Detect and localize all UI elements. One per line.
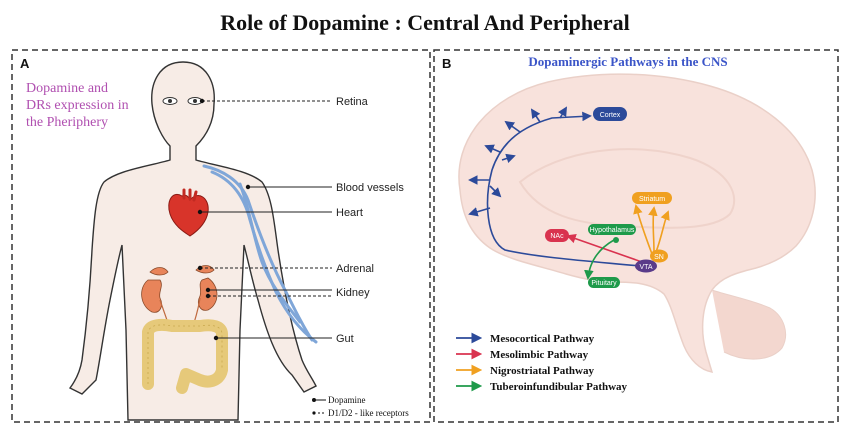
panel-a-caption-line3: the Pheriphery (26, 115, 108, 130)
figure-title: Role of Dopamine : Central And Periphera… (220, 10, 630, 35)
brain-silhouette (458, 73, 816, 373)
panel-b-border (433, 49, 839, 423)
panel-b-title: Dopaminergic Pathways in the CNS (528, 54, 727, 69)
mesocortical-pathway (468, 106, 641, 267)
node-cortex: Cortex (593, 107, 627, 121)
hypothalamus-source-dot (613, 237, 619, 243)
key-dopamine: Dopamine (328, 395, 366, 405)
legend-item-mesocortical: Mesocortical Pathway (456, 332, 595, 345)
svg-text:Mesocortical Pathway: Mesocortical Pathway (490, 333, 595, 345)
label-adrenal: Adrenal (336, 263, 374, 275)
node-nac: NAc (545, 229, 569, 242)
node-striatum: Striatum (632, 192, 672, 204)
key-receptors: D1/D2 - like receptors (328, 408, 409, 418)
label-gut: Gut (336, 333, 354, 345)
label-kidney: Kidney (336, 287, 370, 299)
blood-vessels-illustration (202, 164, 318, 344)
legend-item-tuberoinfundibular: Tuberoinfundibular Pathway (456, 380, 628, 393)
panel-a-caption-line1: Dopamine and (26, 81, 108, 96)
pathway-legend: Mesocortical Pathway Mesolimbic Pathway … (456, 332, 628, 393)
label-blood-vessels: Blood vessels (336, 182, 404, 194)
human-body-silhouette (68, 61, 317, 421)
svg-text:Nigrostriatal Pathway: Nigrostriatal Pathway (490, 365, 594, 377)
panel-b-letter: B (442, 56, 451, 71)
legend-item-nigrostriatal: Nigrostriatal Pathway (456, 364, 594, 377)
nigrostriatal-pathway (633, 204, 670, 255)
svg-text:Mesolimbic Pathway: Mesolimbic Pathway (490, 349, 589, 361)
tuberoinfundibular-pathway (584, 239, 615, 280)
svg-text:Pituitary: Pituitary (591, 280, 617, 287)
panel-a-leader-lines (200, 100, 332, 339)
heart-illustration (168, 188, 209, 237)
svg-text:Cortex: Cortex (600, 112, 621, 119)
panel-a-border (11, 49, 431, 423)
gut-illustration (142, 318, 228, 394)
svg-text:Striatum: Striatum (639, 196, 665, 203)
legend-item-mesolimbic: Mesolimbic Pathway (456, 348, 589, 361)
panel-a-letter: A (20, 56, 30, 71)
mesolimbic-pathway (566, 234, 643, 263)
label-retina: Retina (336, 96, 369, 108)
node-hypothalamus: Hypothalamus (588, 224, 636, 235)
svg-text:SN: SN (654, 254, 664, 261)
svg-text:VTA: VTA (639, 264, 652, 271)
panel-a-key: Dopamine D1/D2 - like receptors (312, 395, 409, 418)
eyes (162, 97, 203, 105)
node-sn: SN (650, 249, 668, 263)
panel-a-caption-line2: DRs expression in (26, 98, 129, 113)
node-vta: VTA (635, 259, 657, 273)
label-heart: Heart (336, 207, 363, 219)
svg-text:Hypothalamus: Hypothalamus (590, 227, 635, 234)
panel-a-leader-dots (197, 98, 251, 341)
svg-text:NAc: NAc (550, 233, 564, 240)
node-pituitary: Pituitary (588, 277, 620, 288)
svg-text:Tuberoinfundibular Pathway: Tuberoinfundibular Pathway (490, 381, 628, 393)
